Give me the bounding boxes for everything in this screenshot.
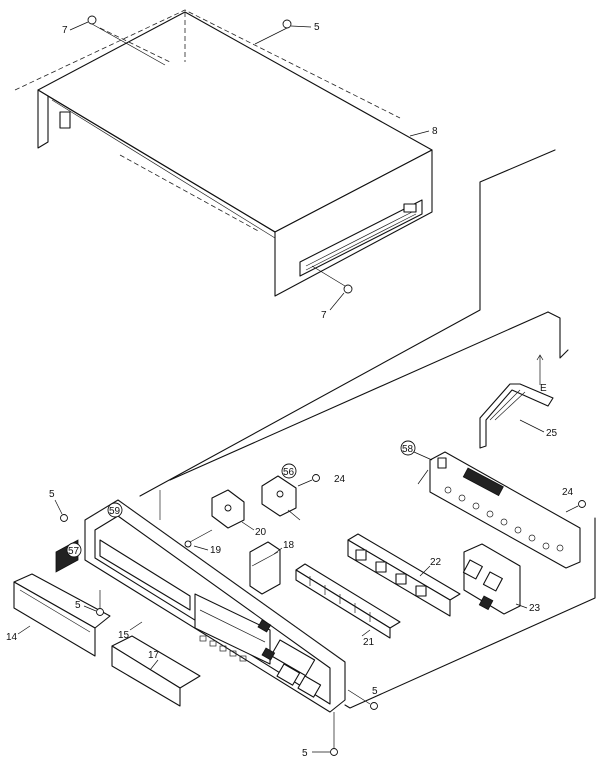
chassis-outline	[139, 149, 596, 709]
label-15: 15	[118, 630, 130, 641]
button-18	[249, 541, 281, 595]
bracket-56	[261, 475, 301, 521]
button-strip-21	[295, 563, 401, 639]
pcb-board	[417, 451, 581, 569]
button-strip-22	[347, 533, 461, 617]
flat-cable	[479, 354, 554, 449]
label-58: 58	[402, 444, 414, 455]
screw-top-right	[254, 19, 292, 45]
label-7-bottom: 7	[321, 310, 327, 321]
label-E: E	[540, 383, 547, 394]
bracket-20	[211, 489, 245, 529]
screw-right-5	[347, 689, 378, 710]
label-8: 8	[432, 126, 438, 137]
screw-left	[60, 514, 68, 522]
label-21: 21	[363, 637, 375, 648]
label-24-right: 24	[562, 487, 574, 498]
label-7-top: 7	[62, 25, 68, 36]
screw-cover-bottom	[311, 265, 353, 294]
label-17: 17	[148, 650, 160, 661]
label-25: 25	[546, 428, 558, 439]
label-22: 22	[430, 557, 442, 568]
screw-top-left	[87, 15, 166, 66]
label-23: 23	[529, 603, 541, 614]
button-block-23	[462, 543, 521, 615]
label-5-bottom: 5	[302, 748, 308, 759]
screw-19	[184, 529, 213, 548]
label-5-top: 5	[314, 22, 320, 33]
callout-labels: 7 5 8 7 E 25 58 56 24 24 5 59 20 19 18 5…	[6, 21, 574, 759]
screw-24-right	[565, 500, 586, 513]
window-panel	[111, 635, 201, 707]
label-18: 18	[283, 540, 295, 551]
label-5-left: 5	[49, 489, 55, 500]
label-5-door: 5	[75, 600, 81, 611]
label-14: 14	[6, 632, 18, 643]
screw-door-5	[96, 590, 104, 616]
label-5-right: 5	[372, 686, 378, 697]
label-20: 20	[255, 527, 267, 538]
label-59: 59	[109, 506, 121, 517]
screw-bottom-5	[330, 712, 338, 756]
label-19: 19	[210, 545, 222, 556]
label-24-upper: 24	[334, 474, 346, 485]
top-cover	[14, 9, 433, 297]
door-panel	[13, 573, 111, 657]
screw-24-upper	[297, 474, 320, 487]
label-56: 56	[283, 467, 295, 478]
front-panel	[55, 499, 346, 713]
label-57: 57	[68, 546, 80, 557]
